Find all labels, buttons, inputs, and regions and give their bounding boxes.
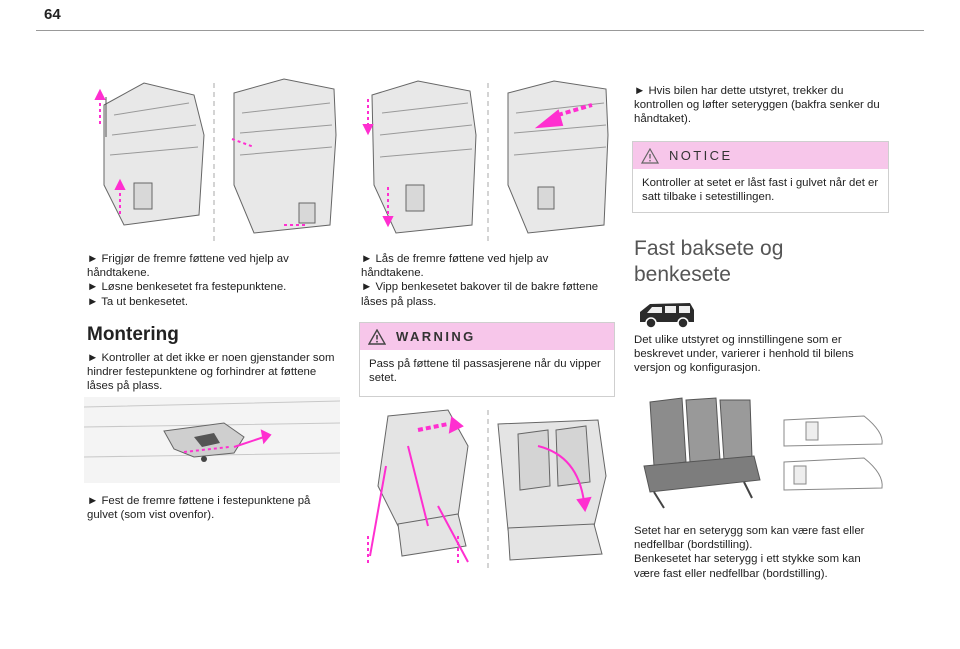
notice-box: NOTICE Kontroller at setet er låst fast … — [632, 141, 889, 213]
warning-header: WARNING — [360, 323, 614, 350]
illustration-floor-anchors — [84, 397, 340, 483]
warning-label: WARNING — [396, 329, 476, 344]
col3-intro: ► Hvis bilen har dette utstyret, trekker… — [634, 85, 880, 126]
heading-line-2: benkesete — [634, 263, 731, 286]
heading-montering: Montering — [87, 324, 179, 345]
backrest-seat: Setet har en seterygg som kan være fast … — [634, 525, 865, 552]
notice-triangle-icon — [641, 147, 659, 164]
backrest-bench: Benkesetet har seterygg i ett stykke som… — [634, 553, 861, 580]
heading-line-1: Fast baksete og — [634, 237, 784, 260]
heading-fast-baksete: Fast baksete og benkesete — [634, 236, 889, 288]
col1-para-attach: ► Fest de fremre føttene i festepunktene… — [87, 495, 311, 522]
col1-para-check: ► Kontroller at det ikke er noen gjensta… — [87, 352, 335, 393]
step-tilt-bench: ► Vipp benkesetet bakover til de bakre f… — [361, 281, 599, 308]
step-lock-feet: ► Lås de fremre føttene ved hjelp av hån… — [361, 253, 549, 280]
illustration-fixed-bench — [634, 392, 890, 516]
col3-para-backrest: Setet har en seterygg som kan være fast … — [634, 524, 889, 581]
illustration-seat-folding — [358, 406, 614, 572]
step-release-feet: ► Frigjør de fremre føttene ved hjelp av… — [87, 253, 289, 280]
notice-text: Kontroller at setet er låst fast i gulve… — [642, 177, 879, 204]
col2-steps: ► Lås de fremre føttene ved hjelp av hån… — [361, 252, 611, 309]
col3-para-equipment: Det ulike utstyret og innstillingene som… — [634, 334, 854, 375]
warning-text: Pass på føttene til passasjerene når du … — [369, 358, 601, 385]
step-remove-bench: ► Ta ut benkesetet. — [87, 295, 188, 308]
notice-header: NOTICE — [633, 142, 888, 169]
warning-triangle-icon — [368, 328, 386, 345]
notice-label: NOTICE — [669, 148, 733, 163]
illustration-seat-locking — [358, 75, 614, 247]
step-loosen-bench: ► Løsne benkesetet fra festepunktene. — [87, 281, 287, 294]
page-number: 64 — [44, 6, 61, 23]
col1-steps: ► Frigjør de fremre føttene ved hjelp av… — [87, 252, 337, 309]
top-rule — [36, 30, 924, 31]
illustration-seat-removal — [84, 75, 340, 247]
warning-box: WARNING Pass på føttene til passasjerene… — [359, 322, 615, 397]
van-icon — [636, 300, 698, 330]
